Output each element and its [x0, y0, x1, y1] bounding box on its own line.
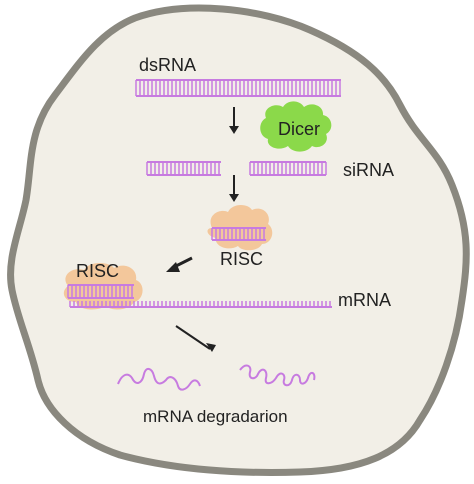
mrna-label: mRNA	[338, 290, 391, 310]
degraded-fragment-left	[117, 368, 201, 391]
dicer-enzyme	[260, 101, 332, 152]
arrow-sirna-to-risc	[229, 175, 239, 202]
mrna-strand	[69, 301, 332, 308]
dicer-label: Dicer	[277, 119, 320, 139]
degraded-fragment-right	[239, 364, 316, 387]
arrow-dsrna-to-sirna	[229, 107, 239, 134]
dsrna-strand	[135, 79, 341, 97]
risc-label-upper: RISC	[220, 249, 264, 269]
risc-label-lower: RISC	[76, 261, 120, 281]
sirna-strand-left	[146, 161, 221, 176]
risc-lower-rna	[67, 284, 134, 299]
arrow-to-degradation	[175, 325, 216, 352]
degradation-label: mRNA degradarion	[143, 407, 288, 426]
arrow-risc-to-mrna	[166, 256, 193, 272]
sirna-strand-right	[249, 161, 327, 176]
risc-upper-rna	[211, 227, 266, 241]
sirna-label: siRNA	[343, 160, 395, 180]
dsrna-label: dsRNA	[139, 55, 197, 75]
